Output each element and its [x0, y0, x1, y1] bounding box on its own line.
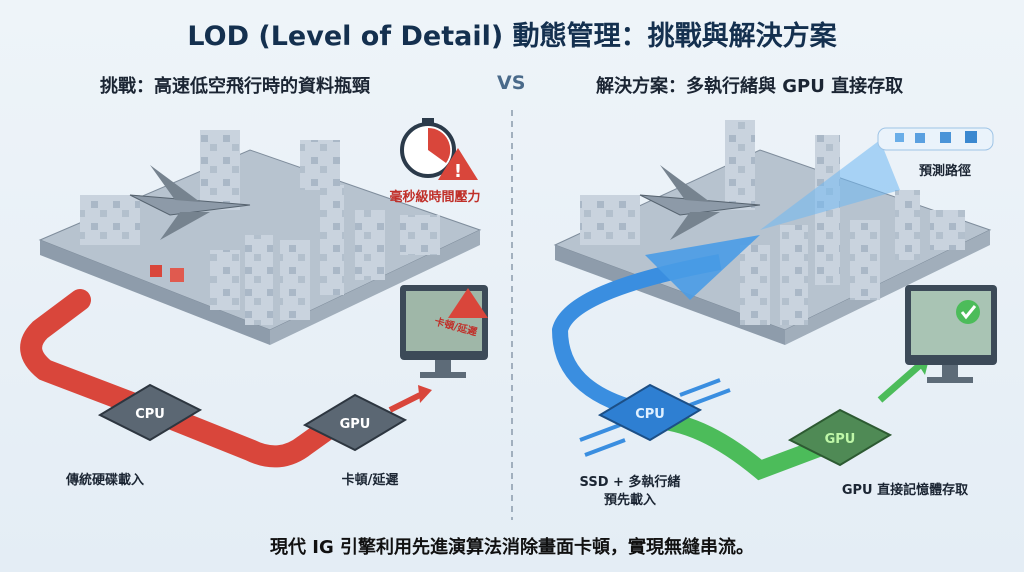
- jet-icon: [129, 165, 251, 240]
- solution-heading: 解決方案：多執行緒與 GPU 直接存取: [596, 76, 904, 97]
- gpu-chip-left: GPU: [302, 393, 408, 452]
- result-label-right: GPU 直接記憶體存取: [842, 482, 969, 498]
- source-label-left: 傳統硬碟載入: [65, 472, 144, 488]
- svg-text:GPU: GPU: [825, 432, 856, 447]
- page-title: LOD (Level of Detail) 動態管理：挑戰與解決方案: [187, 21, 837, 52]
- footer-caption: 現代 IG 引擎利用先進演算法消除畫面卡頓，實現無縫串流。: [269, 537, 754, 558]
- blue-arrows-icon: [579, 378, 731, 457]
- stopwatch-icon: [400, 118, 456, 178]
- source-label-right-2: 預先載入: [604, 492, 656, 508]
- predict-blocks-icon: [877, 127, 994, 151]
- result-label-left: 卡頓/延遲: [342, 472, 399, 488]
- red-arrow: [388, 392, 422, 413]
- blue-stream-arrow: [551, 254, 722, 418]
- predict-label: 預測路徑: [919, 163, 971, 179]
- warning-icon: !: [438, 148, 478, 182]
- check-icon: [956, 300, 980, 324]
- jet-icon-right: [639, 165, 761, 240]
- svg-text:!: !: [454, 161, 462, 182]
- source-label-right-1: SSD + 多執行緒: [580, 474, 681, 490]
- vs-label: VS: [497, 72, 526, 94]
- svg-text:CPU: CPU: [135, 407, 165, 422]
- green-arrow: [877, 362, 923, 403]
- monitor-warning-icon: [448, 288, 488, 318]
- svg-text:CPU: CPU: [635, 407, 665, 422]
- challenge-heading: 挑戰：高速低空飛行時的資料瓶頸: [100, 76, 370, 97]
- challenge-monitor: 卡頓/延遲: [400, 285, 488, 378]
- gpu-chip-right: GPU: [787, 408, 893, 467]
- cpu-chip-right: CPU: [597, 383, 703, 442]
- svg-text:GPU: GPU: [340, 417, 371, 432]
- challenge-city: [38, 130, 482, 345]
- prediction-cone: [760, 140, 900, 230]
- time-pressure-label: 毫秒級時間壓力: [389, 189, 480, 205]
- cpu-chip-left: CPU: [97, 383, 203, 442]
- solution-monitor: [905, 285, 997, 383]
